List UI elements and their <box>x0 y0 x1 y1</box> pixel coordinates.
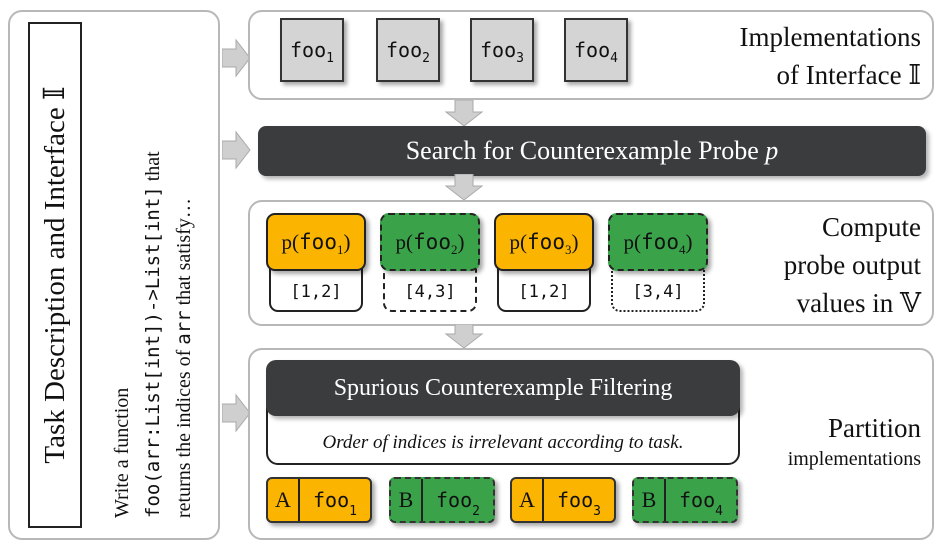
task-desc-line3-a: returns the indices of <box>173 344 195 518</box>
task-desc-line2-tail: that <box>142 151 164 187</box>
search-banner: Search for Counterexample Probe p <box>258 126 926 176</box>
task-title: Task Description and Interface 𝕀 <box>39 86 71 464</box>
partition-impl: foo4 <box>679 488 723 519</box>
arrow-to-search <box>222 130 251 170</box>
partition-b-foo-4: B foo4 <box>632 477 738 523</box>
arrow-down-3 <box>444 324 484 349</box>
arrow-down-1 <box>444 100 484 127</box>
implementations-label: Implementations of Interface 𝕀 <box>740 18 921 94</box>
filter-banner: Spurious Counterexample Filtering <box>266 360 740 416</box>
task-description: Write a function foo(arr:List[int])->Lis… <box>107 18 203 518</box>
search-banner-text: Search for Counterexample Probe <box>405 136 766 165</box>
partition-b-foo-2: B foo2 <box>389 477 495 523</box>
implementations-label-line1: Implementations <box>739 22 921 52</box>
probe-label-line1: Compute <box>822 212 921 242</box>
partition-label-line2: implementations <box>787 448 921 470</box>
task-desc-line1: Write a function <box>111 387 133 518</box>
partition-letter: A <box>268 479 300 521</box>
partition-letter: A <box>512 479 544 521</box>
arrow-to-filtering <box>222 393 251 433</box>
partition-impl: foo3 <box>557 488 601 519</box>
arrow-to-implementations <box>222 38 251 78</box>
probe-label-line3: values in 𝕍 <box>796 288 921 318</box>
task-arr-code: arr <box>173 310 195 345</box>
task-desc-line2: foo(arr:List[int])->List[int] that <box>138 18 169 518</box>
probe-label-line2: probe output <box>783 250 921 280</box>
probe-label: Compute probe output values in 𝕍 <box>784 208 921 322</box>
task-signature: foo(arr:List[int])->List[int] <box>142 186 164 518</box>
partition-letter: B <box>634 479 666 521</box>
partition-a-foo-1: A foo1 <box>266 477 372 523</box>
search-banner-var: p <box>765 136 779 165</box>
partition-impl: foo2 <box>436 488 480 519</box>
partition-letter: B <box>391 479 423 521</box>
arrow-down-2 <box>444 174 484 201</box>
partition-label-line1: Partition <box>828 413 921 443</box>
task-title-box <box>28 22 82 528</box>
partition-impl: foo1 <box>313 488 357 519</box>
implementations-label-line2: of Interface 𝕀 <box>776 60 921 90</box>
partition-a-foo-3: A foo3 <box>510 477 616 523</box>
partition-label: Partition implementations <box>788 410 921 472</box>
task-desc-line3-b: that satisfy… <box>173 198 195 311</box>
task-desc-line3: returns the indices of arr that satisfy… <box>169 18 200 518</box>
filter-note: Order of indices is irrelevant according… <box>322 432 684 453</box>
